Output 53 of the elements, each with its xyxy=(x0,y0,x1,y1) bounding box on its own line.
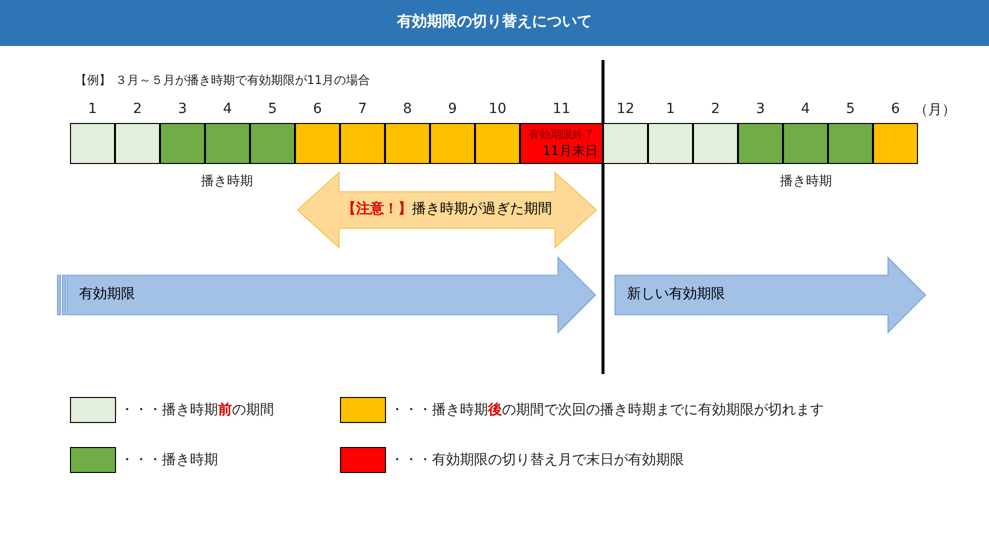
month-cell xyxy=(603,123,648,164)
month-cell xyxy=(250,123,295,164)
month-cell xyxy=(430,123,475,164)
month-cell xyxy=(873,123,918,164)
month-number: 3 xyxy=(756,101,765,117)
month-number: 2 xyxy=(133,101,142,117)
period-label: 播き時期 xyxy=(201,173,253,190)
month-number: 6 xyxy=(313,101,322,117)
arrow-label: 【注意！】播き時期が過ぎた期間 xyxy=(341,200,553,218)
cell-text: 有効期限終了 xyxy=(528,127,596,142)
example-note: 【例】 ３月～５月が播き時期で有効期限が11月の場合 xyxy=(75,72,370,89)
month-cell xyxy=(648,123,693,164)
month-cell xyxy=(385,123,430,164)
month-number: 9 xyxy=(448,101,457,117)
legend-text: ・・・播き時期前の期間 xyxy=(120,401,274,419)
month-cell xyxy=(70,123,115,164)
legend-text: ・・・播き時期後の期間で次回の播き時期までに有効期限が切れます xyxy=(390,401,824,419)
legend-text: ・・・有効期限の切り替え月で末日が有効期限 xyxy=(390,451,684,469)
month-cell xyxy=(340,123,385,164)
month-number: 8 xyxy=(403,101,412,117)
month-number: 5 xyxy=(268,101,277,117)
month-number: 5 xyxy=(846,101,855,117)
month-number: 4 xyxy=(801,101,810,117)
month-cell xyxy=(520,123,603,164)
month-cell xyxy=(783,123,828,164)
arrow-label: 新しい有効期限 xyxy=(627,285,725,303)
month-number: 2 xyxy=(711,101,720,117)
month-number: 4 xyxy=(223,101,232,117)
month-cell xyxy=(205,123,250,164)
block-arrow xyxy=(615,257,926,333)
title: 有効期限の切り替えについて xyxy=(396,12,593,31)
month-cell xyxy=(295,123,340,164)
arrow-label: 有効期限 xyxy=(79,285,135,303)
block-arrow xyxy=(57,257,596,333)
month-cell xyxy=(693,123,738,164)
unit-label: （月） xyxy=(914,101,956,119)
month-number: 11 xyxy=(552,101,570,117)
legend-text: ・・・播き時期 xyxy=(120,451,218,469)
month-number: 7 xyxy=(358,101,367,117)
double-arrow xyxy=(297,172,597,248)
month-number: 1 xyxy=(666,101,675,117)
month-cell xyxy=(160,123,205,164)
month-number: 12 xyxy=(616,101,634,117)
cell-text: 11月末日 xyxy=(542,143,598,160)
month-cell xyxy=(115,123,160,164)
period-label: 播き時期 xyxy=(780,173,832,190)
month-cell xyxy=(738,123,783,164)
month-number: 10 xyxy=(488,101,506,117)
month-cell xyxy=(828,123,873,164)
month-number: 3 xyxy=(178,101,187,117)
month-cell xyxy=(475,123,520,164)
month-number: 6 xyxy=(891,101,900,117)
month-number: 1 xyxy=(88,101,97,117)
